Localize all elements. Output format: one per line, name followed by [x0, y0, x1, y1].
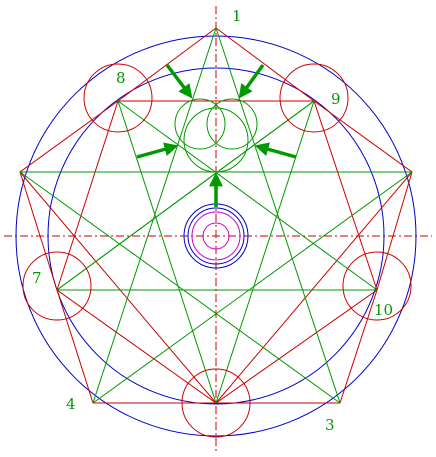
green-line — [19, 171, 341, 404]
green-line — [56, 100, 315, 291]
label-8: 8 — [116, 69, 126, 87]
red-inner-polygon — [56, 100, 378, 404]
arrow-icon — [238, 63, 265, 99]
arrow-icon — [136, 142, 179, 159]
label-9: 9 — [331, 90, 341, 108]
small-green-circle — [183, 107, 249, 173]
blue-circles — [15, 35, 417, 437]
inner-blue-circle — [47, 67, 385, 405]
vertex-circle-10 — [342, 251, 412, 321]
arrow-icon — [165, 63, 193, 99]
label-4: 4 — [66, 395, 76, 413]
green-line — [92, 27, 217, 404]
vertex-circle-bottom — [181, 368, 251, 438]
center-magenta-circle — [202, 222, 230, 250]
vertex-circles — [22, 63, 412, 438]
vertex-labels: 1 8 9 7 10 4 3 — [32, 7, 393, 434]
label-3: 3 — [325, 416, 335, 434]
center-magenta-circle — [191, 211, 241, 261]
small-green-circle — [174, 98, 226, 150]
small-green-circle — [206, 98, 258, 150]
green-line — [117, 100, 378, 291]
center-axes — [4, 6, 432, 452]
center-blue-circle — [187, 207, 245, 265]
red-line-b — [215, 171, 413, 404]
label-1: 1 — [232, 7, 242, 25]
label-10: 10 — [374, 301, 393, 319]
green-line — [92, 171, 413, 404]
vertex-circle-9 — [279, 63, 349, 133]
arrow-icon — [254, 142, 297, 159]
green-line — [215, 100, 315, 404]
red-line-a — [19, 171, 217, 404]
vertex-circle-8 — [83, 63, 153, 133]
label-7: 7 — [32, 269, 42, 287]
small-green-circles — [174, 98, 258, 173]
outer-blue-circle — [15, 35, 417, 437]
green-line — [117, 100, 217, 404]
arrows — [136, 63, 297, 207]
vertex-circle-7 — [22, 251, 92, 321]
green-line — [215, 27, 341, 404]
green-star-lines — [19, 27, 413, 404]
